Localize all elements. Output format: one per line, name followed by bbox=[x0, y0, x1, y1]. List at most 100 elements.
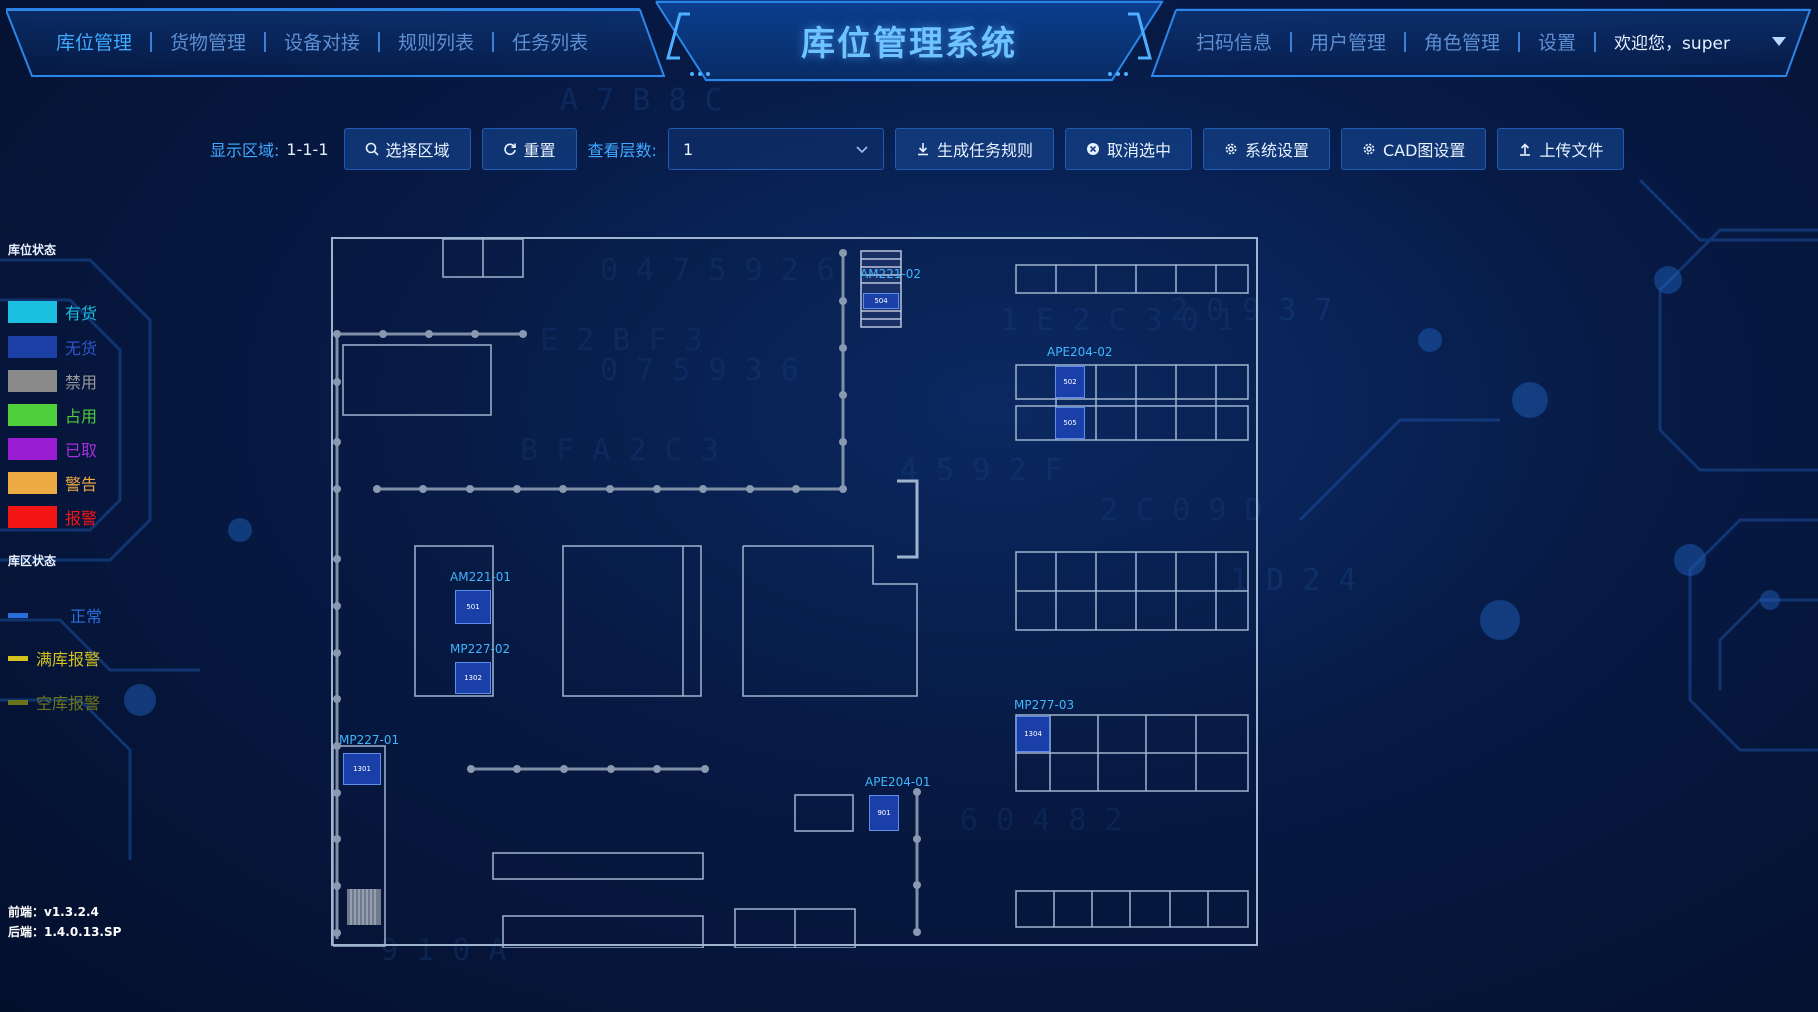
legend-item: 无货 bbox=[8, 335, 97, 359]
zone-label-mp227-02: MP227-02 bbox=[450, 642, 511, 656]
legend-label: 禁用 bbox=[65, 373, 98, 392]
storage-cell[interactable]: 501 bbox=[455, 590, 491, 624]
storage-cell[interactable]: 505 bbox=[1055, 407, 1085, 439]
chevron-down-icon bbox=[856, 146, 868, 154]
nav-item-goods[interactable]: 货物管理 bbox=[170, 32, 247, 54]
track-node bbox=[607, 765, 615, 773]
legend-swatch bbox=[8, 438, 57, 460]
legend-label: 空库报警 bbox=[36, 694, 101, 713]
track-node bbox=[471, 330, 479, 338]
track-node bbox=[333, 485, 341, 493]
track-node bbox=[333, 555, 341, 563]
map-block bbox=[742, 545, 918, 697]
legend-label: 报警 bbox=[65, 509, 98, 528]
legend-swatch bbox=[8, 472, 57, 494]
zone-label-ape204-02: APE204-02 bbox=[1047, 345, 1113, 359]
chevron-down-icon[interactable] bbox=[1771, 37, 1786, 46]
nav-separator bbox=[1404, 31, 1407, 52]
storage-cell[interactable]: 1302 bbox=[455, 662, 491, 694]
close-circle-icon bbox=[1086, 143, 1099, 155]
map-block bbox=[414, 545, 494, 697]
track-node bbox=[792, 485, 800, 493]
storage-cell[interactable]: 504 bbox=[863, 293, 899, 309]
gear-icon bbox=[1363, 143, 1375, 155]
track-node bbox=[913, 788, 921, 796]
cancel-select-label: 取消选中 bbox=[1106, 141, 1171, 160]
nav-item-tasks[interactable]: 任务列表 bbox=[512, 32, 589, 54]
nav-separator bbox=[1290, 31, 1293, 52]
legend-item: 占用 bbox=[8, 403, 97, 427]
upload-file-button[interactable]: 上传文件 bbox=[1497, 128, 1625, 170]
upload-file-label: 上传文件 bbox=[1539, 141, 1604, 160]
track-node bbox=[699, 485, 707, 493]
track-node bbox=[379, 330, 387, 338]
legend-item: 禁用 bbox=[8, 369, 97, 393]
track-node bbox=[653, 485, 661, 493]
system-settings-button[interactable]: 系统设置 bbox=[1202, 128, 1330, 170]
level-label: 查看层数: bbox=[587, 141, 657, 160]
track-node bbox=[839, 391, 847, 399]
legend-item: 已取 bbox=[8, 437, 97, 461]
generate-rule-button[interactable]: 生成任务规则 bbox=[894, 128, 1054, 170]
zone-label-mp227-01: MP227-01 bbox=[339, 733, 400, 747]
nav-separator bbox=[1594, 31, 1597, 52]
track-node bbox=[513, 765, 521, 773]
track-node bbox=[513, 485, 521, 493]
select-area-label: 选择区域 bbox=[385, 141, 450, 160]
nav-item-roles[interactable]: 角色管理 bbox=[1424, 32, 1501, 54]
legend-swatch bbox=[8, 370, 57, 392]
select-area-button[interactable]: 选择区域 bbox=[343, 128, 471, 170]
track-node bbox=[466, 485, 474, 493]
zone-label-ape204-01: APE204-01 bbox=[865, 775, 931, 789]
track-node bbox=[333, 742, 341, 750]
legend-label: 占用 bbox=[65, 407, 98, 426]
legend-swatch bbox=[8, 301, 57, 323]
search-icon bbox=[365, 142, 379, 156]
nav-item-users[interactable]: 用户管理 bbox=[1310, 32, 1387, 54]
track-node bbox=[333, 929, 341, 937]
rack-row bbox=[1015, 264, 1249, 294]
map-bracket bbox=[897, 479, 919, 559]
cad-settings-label: CAD图设置 bbox=[1382, 141, 1466, 160]
legend-swatch bbox=[8, 506, 57, 528]
map-block bbox=[502, 915, 704, 948]
legend-item: 报警 bbox=[8, 505, 97, 529]
track-node bbox=[839, 438, 847, 446]
level-select[interactable]: 1 bbox=[667, 128, 884, 170]
track-node bbox=[519, 330, 527, 338]
reset-button[interactable]: 重置 bbox=[481, 128, 577, 170]
legend-label: 正常 bbox=[70, 607, 103, 626]
track-node bbox=[913, 835, 921, 843]
track-node bbox=[839, 249, 847, 257]
nav-separator bbox=[1518, 31, 1521, 52]
legend-item: 满库报警 bbox=[8, 646, 100, 670]
storage-cell[interactable]: 901 bbox=[869, 795, 899, 831]
nav-item-devices[interactable]: 设备对接 bbox=[284, 32, 361, 54]
nav-item-rules[interactable]: 规则列表 bbox=[398, 32, 475, 54]
storage-cell[interactable]: 502 bbox=[1055, 366, 1085, 398]
legend-swatch bbox=[8, 336, 57, 358]
nav-item-location[interactable]: 库位管理 bbox=[56, 32, 133, 54]
storage-cell[interactable]: 1301 bbox=[343, 753, 381, 785]
warehouse-map[interactable]: AM221-02 APE204-02 AM221-01 MP227-02 MP2… bbox=[331, 237, 1258, 948]
map-block bbox=[492, 852, 704, 880]
nav-item-settings[interactable]: 设置 bbox=[1538, 32, 1577, 54]
backend-version: 后端：1.4.0.13.SP bbox=[8, 925, 122, 939]
cancel-select-button[interactable]: 取消选中 bbox=[1064, 128, 1192, 170]
cad-settings-button[interactable]: CAD图设置 bbox=[1340, 128, 1487, 170]
upload-icon bbox=[1520, 143, 1531, 156]
legend-item: 正常 bbox=[8, 603, 102, 627]
nav-item-scan[interactable]: 扫码信息 bbox=[1196, 32, 1273, 54]
legend-label: 满库报警 bbox=[36, 650, 101, 669]
map-block bbox=[333, 745, 386, 947]
track-node bbox=[373, 485, 381, 493]
track-node bbox=[333, 438, 341, 446]
track-node bbox=[913, 928, 921, 936]
map-block bbox=[562, 545, 702, 697]
legend-swatch bbox=[8, 404, 57, 426]
reset-label: 重置 bbox=[523, 141, 556, 160]
user-menu[interactable]: 欢迎您，super bbox=[1596, 29, 1786, 54]
nav-right-menu: 扫码信息 用户管理 角色管理 设置 欢迎您，super bbox=[1178, 28, 1786, 55]
refresh-icon bbox=[503, 143, 516, 156]
storage-cell[interactable]: 1304 bbox=[1016, 716, 1050, 752]
